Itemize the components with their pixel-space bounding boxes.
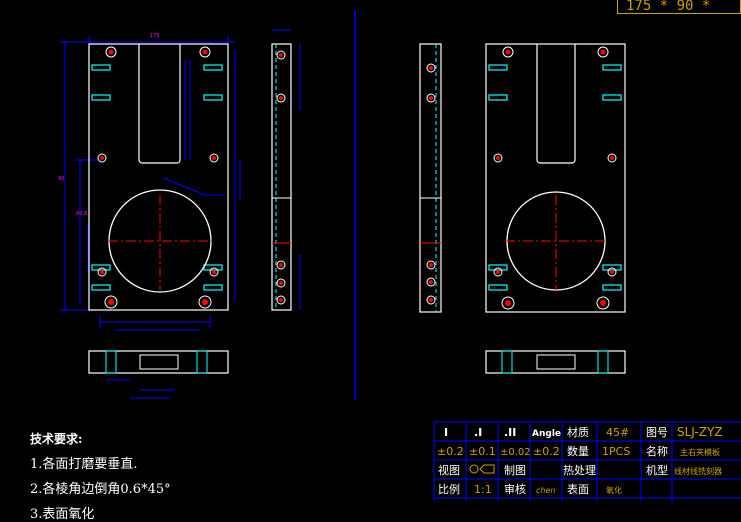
tb-r1c2: .I <box>474 426 482 439</box>
right-front-view[interactable] <box>485 43 626 313</box>
tb-r2c6: 1PCS <box>602 445 630 458</box>
tb-r1c1: I <box>444 426 448 439</box>
view-symbol-icon <box>469 464 495 474</box>
tb-r3c5: 热处理 <box>563 464 596 477</box>
tb-r3c3: 制图 <box>504 464 526 477</box>
tb-r1c7: 图号 <box>646 426 668 439</box>
tb-r2c5: 数量 <box>567 445 589 458</box>
tb-r1c4: Angle <box>532 429 561 439</box>
right-bottom-view[interactable] <box>485 350 626 374</box>
notes-line-3: 3.表面氧化 <box>30 507 95 522</box>
left-dim-labels: 175 90 60.8 <box>58 33 160 217</box>
left-slot-marks <box>91 64 223 291</box>
tb-r2c7: 名称 <box>646 444 668 458</box>
tb-r2c4: ±0.2 <box>533 445 560 458</box>
tb-r1c8: SLJ-ZYZ <box>677 425 723 439</box>
tb-r2c3: ±0.02 <box>500 447 531 458</box>
left-bottom-view[interactable] <box>88 350 229 399</box>
tb-r2c1: ±0.2 <box>437 445 464 458</box>
title-block-text: I .I .II Angle 材质 45# 图号 SLJ-ZYZ ±0.2 ±0… <box>437 425 723 496</box>
tb-r1c3: .II <box>504 426 516 439</box>
title-block <box>433 421 741 501</box>
left-front-dimensions <box>60 36 241 331</box>
center-slot <box>138 44 181 164</box>
tb-r3c7: 机型 <box>646 463 668 477</box>
tb-r4c2: 1:1 <box>474 483 492 496</box>
top-dimension-box: 175 * 90 * <box>617 0 741 14</box>
tb-r3c8: 线材线铣刻器 <box>674 466 722 476</box>
tb-r4c4: chen <box>536 486 555 495</box>
tb-r1c5: 材质 <box>567 425 589 439</box>
left-front-view[interactable]: 175 90 60.8 <box>58 33 241 331</box>
tb-r2c8: 主右夹模板 <box>680 447 720 457</box>
notes-title: 技术要求: <box>30 432 83 446</box>
tb-r2c2: ±0.1 <box>469 445 496 458</box>
technical-notes: 技术要求: 1.各面打磨要垂直. 2.各棱角边倒角0.6*45° 3.表面氧化 <box>30 430 171 522</box>
tb-r4c3: 审核 <box>504 482 526 496</box>
cad-drawing-canvas[interactable]: 175 90 60.8 <box>0 0 741 501</box>
notes-line-2: 2.各棱角边倒角0.6*45° <box>30 482 171 497</box>
tb-r4c1: 比例 <box>438 482 460 496</box>
tb-r4c6: 氧化 <box>606 485 622 495</box>
tb-r4c5: 表面 <box>567 482 589 496</box>
plate-outline <box>88 43 229 311</box>
side-holes <box>276 50 286 305</box>
svg-text:175: 175 <box>150 33 160 39</box>
svg-text:60.8: 60.8 <box>76 211 87 217</box>
tb-r1c6: 45# <box>606 426 629 439</box>
notes-line-1: 1.各面打磨要垂直. <box>30 457 138 472</box>
tb-r3c1: 视图 <box>438 463 460 477</box>
svg-text:90: 90 <box>58 176 64 182</box>
left-side-view[interactable] <box>271 29 301 311</box>
left-holes <box>97 46 219 309</box>
right-side-view[interactable] <box>419 43 442 313</box>
